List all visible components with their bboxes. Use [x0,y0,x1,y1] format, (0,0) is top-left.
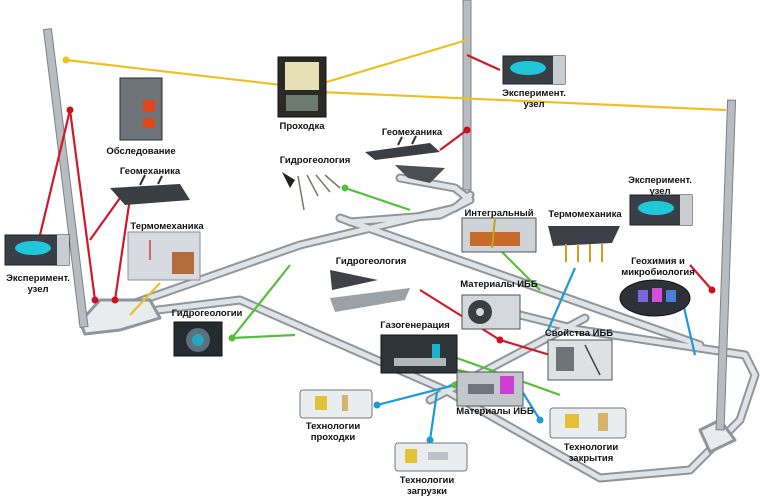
yellow-line-4 [129,282,161,316]
label-integral: Интегральный [464,208,534,219]
hydrogeo-mid-image [330,270,410,312]
green-line-4 [499,249,541,291]
blue-line-1 [546,267,577,331]
yellow-links [65,38,727,316]
node-green-2 [228,334,236,342]
sinking-module-image [277,56,327,118]
exp-node-left-image [4,234,70,266]
left-shaft-loop [78,298,162,336]
node-red-3 [111,296,119,304]
thermomech-left-image [127,231,201,281]
red-line-4 [113,197,132,301]
label-sinking: Проходка [279,121,325,132]
node-blue-3 [536,416,544,424]
ebb-properties-image [547,339,613,381]
label-exp-node-left: Эксперимент. узел [6,273,70,295]
label-ebb-properties: Свойства ИББ [544,328,614,339]
ebb-materials-top-image [461,294,521,330]
label-gas-generation: Газогенерация [380,320,450,331]
red-line-3 [89,197,121,241]
yellow-line-1 [65,58,291,88]
label-geomech-left: Геомеханика [119,166,181,177]
hydrogeo-top-image [282,172,341,211]
red-links [38,53,713,357]
node-red-2 [91,296,99,304]
shaft-left [42,28,89,328]
green-line-2 [231,264,291,339]
node-red-6 [496,336,504,344]
tech-closure-image [549,407,627,439]
label-thermomech-right: Термомеханика [548,209,622,220]
red-line-6 [439,129,468,151]
label-hydrogeo-mid: Гидрогеология [335,256,407,267]
node-blue-2 [426,436,434,444]
thermomech-right-image [548,226,620,262]
hydrogeo-left-image [173,321,223,357]
node-yellow-1 [62,56,70,64]
label-ebb-materials-top: Материалы ИББ [460,279,538,290]
label-exp-node-right: Эксперимент. узел [628,175,692,197]
yellow-line-2 [299,38,468,92]
geomech-left-image [110,174,190,205]
blue-line-4 [428,391,439,441]
node-blue-1 [373,401,381,409]
label-tech-sinking: Технологии проходки [305,421,361,443]
node-red-5 [708,286,716,294]
node-red-4 [463,126,471,134]
label-thermomech-left: Термомеханика [130,221,204,232]
label-geomech-top: Геомеханика [381,127,443,138]
tech-loading-image [394,442,468,472]
node-green-1 [341,184,349,192]
geomech-top-image [365,135,445,183]
label-hydrogeo-left: Гидрогеологии [171,308,243,319]
exp-node-right-image [629,194,693,226]
label-exp-node-top: Эксперимент. узел [502,88,566,110]
ebb-materials-bottom-image [456,371,524,407]
red-line-7 [689,264,713,291]
red-line-9 [499,338,551,357]
node-red-1 [66,106,74,114]
red-line-8 [419,289,501,341]
label-survey: Обследование [106,146,176,157]
label-tech-closure: Технологии закрытия [563,442,619,464]
label-ebb-materials-bottom: Материалы ИББ [456,406,534,417]
label-hydrogeo-top: Гидрогеология [279,155,351,166]
exp-node-top-image [502,55,566,85]
shaft-center [462,0,472,191]
integral-image [461,217,537,253]
green-line-3 [231,333,296,340]
yellow-line-3 [319,90,727,112]
red-line-1 [38,109,72,236]
geochem-image [619,279,691,317]
red-line-2 [68,109,97,301]
gas-generation-image [380,334,458,374]
top-drift-fill [347,175,473,225]
blue-line-3 [376,383,456,407]
tech-sinking-image [299,389,373,419]
shaft-right [715,99,737,431]
label-geochem: Геохимия и микробиология [621,256,695,278]
survey-module-image [119,77,163,141]
red-line-5 [466,53,501,72]
right-loop [698,418,737,454]
green-line-1 [344,186,411,212]
label-tech-loading: Технологии загрузки [399,475,455,497]
tunnel-network [78,173,760,483]
module-images [4,55,693,472]
shafts [42,0,737,431]
cross-drift-fill [337,215,703,348]
